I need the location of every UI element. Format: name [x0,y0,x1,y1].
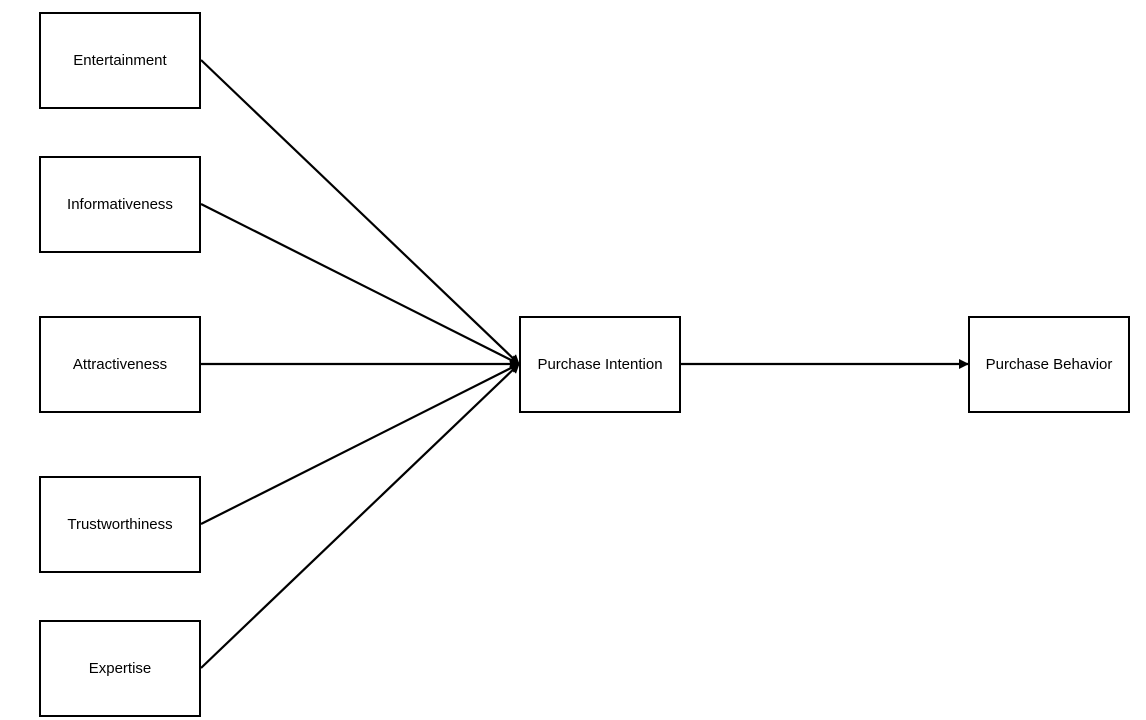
edge-informativeness-to-purchase-intention [200,203,520,365]
node-label-purchase-intention: Purchase Intention [537,356,663,373]
edge-expertise-to-purchase-intention [200,363,520,669]
node-informativeness: Informativeness [39,156,201,253]
node-label-attractiveness: Attractiveness [72,356,168,373]
edge-trustworthiness-to-purchase-intention [200,363,520,525]
node-trustworthiness: Trustworthiness [39,476,201,573]
node-entertainment: Entertainment [39,12,201,109]
node-purchase-intention: Purchase Intention [519,316,681,413]
node-purchase-behavior: Purchase Behavior [968,316,1130,413]
node-label-purchase-behavior: Purchase Behavior [985,356,1113,373]
node-label-informativeness: Informativeness [67,196,173,213]
node-expertise: Expertise [39,620,201,717]
node-attractiveness: Attractiveness [39,316,201,413]
edge-entertainment-to-purchase-intention [200,59,520,365]
node-label-expertise: Expertise [88,660,152,677]
node-label-entertainment: Entertainment [73,52,167,69]
node-label-trustworthiness: Trustworthiness [67,516,173,533]
